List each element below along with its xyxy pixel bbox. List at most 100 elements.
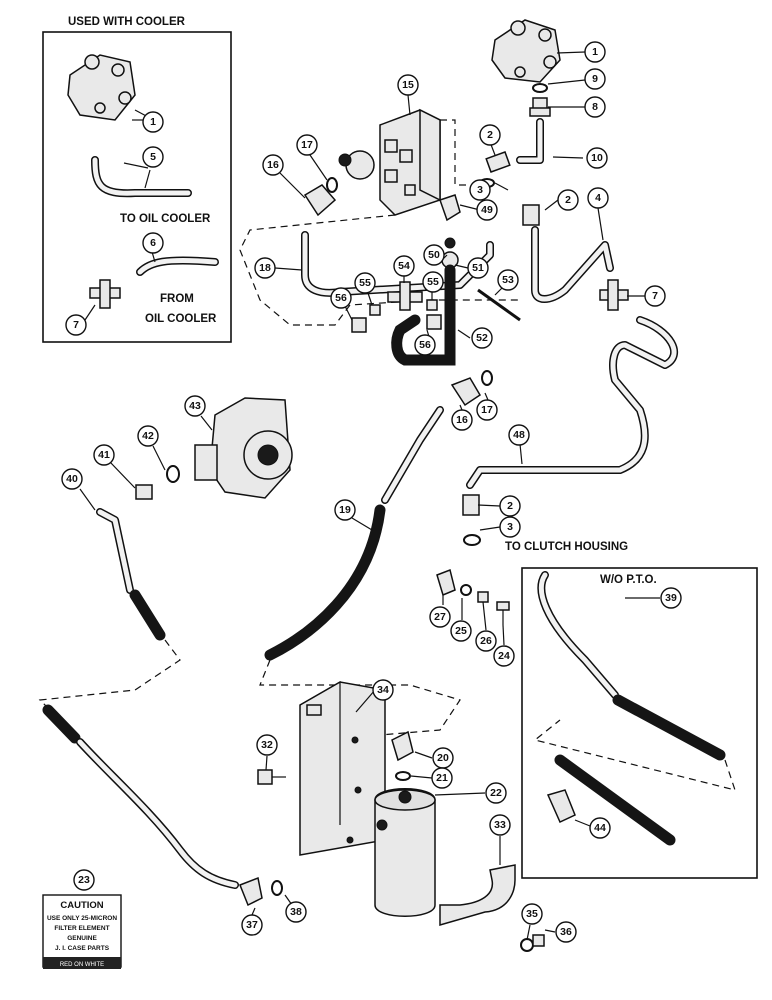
- bolt-32: [257, 769, 286, 785]
- callout-53-text: 53: [502, 274, 514, 286]
- callout-55-right: 55: [422, 271, 444, 293]
- callout-35-text: 35: [526, 908, 538, 920]
- pump-43: [194, 397, 293, 499]
- callout-27-text: 27: [434, 611, 446, 623]
- from-label: FROM: [160, 293, 194, 305]
- callout-21-text: 21: [436, 772, 448, 784]
- o-ring-17-upper: [326, 177, 338, 193]
- callout-55-left: 55: [354, 272, 376, 294]
- callout-37: 37: [241, 914, 263, 936]
- callout-2-middle-text: 2: [565, 194, 571, 206]
- callout-22: 22: [485, 782, 507, 804]
- callout-23: 23: [73, 869, 95, 891]
- callout-32-text: 32: [261, 739, 273, 751]
- fitting-55-right: [426, 299, 438, 311]
- wo-pto-title: W/O P.T.O.: [600, 574, 657, 586]
- callout-53: 53: [497, 269, 519, 291]
- callout-42: 42: [137, 425, 159, 447]
- callout-41-text: 41: [98, 449, 110, 461]
- callout-4-text: 4: [595, 192, 601, 204]
- o-ring-21: [395, 771, 411, 781]
- callout-7: 7: [644, 285, 666, 307]
- callout-16-lower-text: 16: [456, 414, 468, 426]
- elbow-tube-10: [516, 118, 544, 164]
- callout-33-text: 33: [494, 819, 506, 831]
- callout-38-text: 38: [290, 906, 302, 918]
- tube-4: [531, 226, 614, 303]
- o-ring-9: [532, 83, 548, 93]
- callout-16-lower: 16: [451, 409, 473, 431]
- callout-33: 33: [489, 814, 511, 836]
- o-ring-17-lower: [481, 370, 493, 386]
- callout-54-text: 54: [398, 260, 410, 272]
- callout-56-left: 56: [330, 287, 352, 309]
- callout-15: 15: [397, 74, 419, 96]
- callout-17-upper: 17: [296, 134, 318, 156]
- callout-37-text: 37: [246, 919, 258, 931]
- caution-line-3: GENUINE: [67, 935, 97, 942]
- callout-8: 8: [584, 96, 606, 118]
- o-ring-42: [166, 465, 180, 483]
- callout-2-upper-text: 2: [487, 129, 493, 141]
- clamp-44: [546, 789, 576, 824]
- callout-23-text: 23: [78, 874, 90, 886]
- fitting-55-left: [369, 304, 381, 316]
- oil-cooler-label: OIL COOLER: [145, 313, 217, 325]
- caution-decal-23: CAUTION USE ONLY 25-MICRON FILTER ELEMEN…: [42, 894, 122, 969]
- valve-inset-illustration: [67, 54, 151, 121]
- callout-21: 21: [431, 767, 453, 789]
- fitting-2-lower: [462, 494, 480, 516]
- to-oil-cooler-label: TO OIL COOLER: [120, 213, 211, 225]
- callout-39: 39: [660, 587, 682, 609]
- callout-42-text: 42: [142, 430, 154, 442]
- callout-34: 34: [372, 679, 394, 701]
- callout-1-inset: 1: [142, 111, 164, 133]
- callout-48: 48: [508, 424, 530, 446]
- washer-35: [520, 938, 534, 952]
- callout-2-lower: 2: [499, 495, 521, 517]
- callout-10-text: 10: [591, 152, 603, 164]
- callout-49-text: 49: [481, 204, 493, 216]
- callout-43: 43: [184, 395, 206, 417]
- elbow-fitting-37: [239, 876, 263, 907]
- callout-17-lower: 17: [476, 399, 498, 421]
- callout-4: 4: [587, 187, 609, 209]
- callout-38: 38: [285, 901, 307, 923]
- callout-15-text: 15: [402, 79, 414, 91]
- callout-1-text: 1: [592, 46, 598, 58]
- elbow-fitting-20: [391, 730, 414, 762]
- callout-1: 1: [584, 41, 606, 63]
- callout-27: 27: [429, 606, 451, 628]
- fitting-41: [135, 484, 153, 500]
- callout-5: 5: [142, 146, 164, 168]
- callout-7-text: 7: [652, 290, 658, 302]
- o-ring-38: [271, 880, 283, 896]
- callout-1-inset-text: 1: [150, 116, 156, 128]
- caution-line-4: J. I. CASE PARTS: [55, 945, 110, 952]
- oil-cooler-tube-5: [91, 156, 192, 198]
- callout-48-text: 48: [513, 429, 525, 441]
- caution-line-1: USE ONLY 25-MICRON: [47, 915, 117, 922]
- callout-56-left-text: 56: [335, 292, 347, 304]
- callout-51: 51: [467, 257, 489, 279]
- callout-6-text: 6: [150, 237, 156, 249]
- callout-9-text: 9: [592, 73, 598, 85]
- tee-fitting-inset: [89, 279, 121, 309]
- callout-36: 36: [555, 921, 577, 943]
- callout-39-text: 39: [665, 592, 677, 604]
- tee-fitting-7-right: [599, 279, 629, 311]
- callout-17-lower-text: 17: [481, 404, 493, 416]
- fitting-16-upper: [303, 184, 337, 217]
- callout-25-text: 25: [455, 625, 467, 637]
- cooler-inset-box: [42, 31, 232, 343]
- callout-41: 41: [93, 444, 115, 466]
- caution-line-2: FILTER ELEMENT: [54, 925, 109, 932]
- callout-18: 18: [254, 257, 276, 279]
- to-clutch-housing-label: TO CLUTCH HOUSING: [505, 541, 628, 553]
- callout-55-left-text: 55: [359, 277, 371, 289]
- nut-36: [532, 934, 545, 947]
- fitting-56-right: [426, 314, 442, 330]
- callout-16-upper: 16: [262, 154, 284, 176]
- callout-51-text: 51: [472, 262, 484, 274]
